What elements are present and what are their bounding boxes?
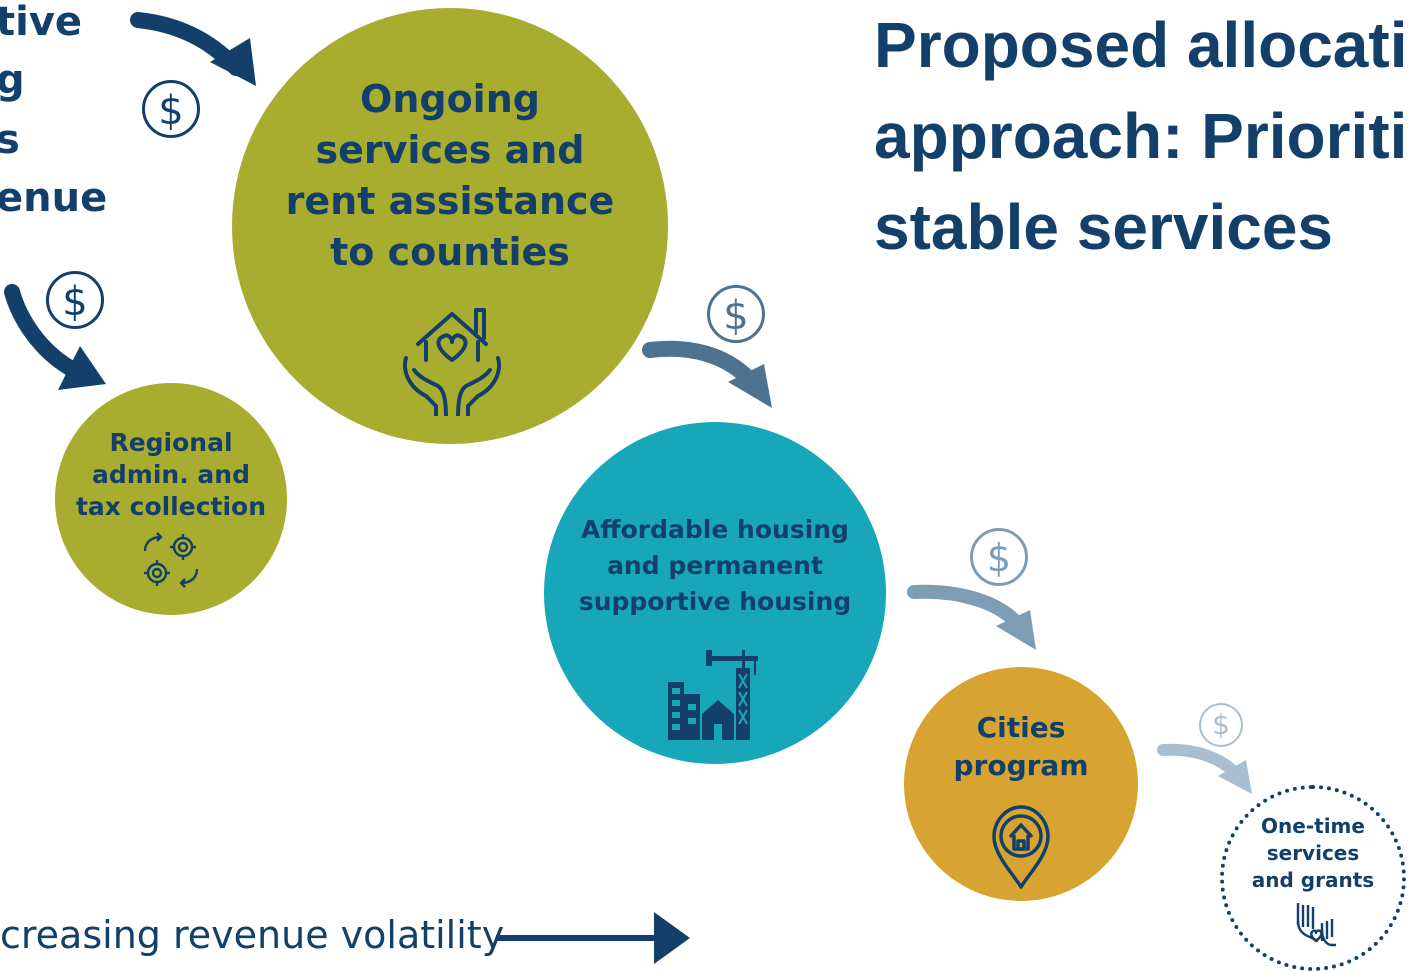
left-label-fragment-1: tive (0, 0, 83, 45)
circle-ongoing-services: Ongoing services and rent assistance to … (232, 8, 668, 444)
page-title: Proposed allocati approach: Prioriti sta… (874, 0, 1409, 273)
affordable-line-2: and permanent (607, 551, 823, 580)
cities-line-1: Cities (976, 711, 1066, 744)
dollar-icon-1: $ (142, 80, 200, 138)
onetime-line-3: and grants (1251, 868, 1375, 892)
dollar-icon-2: $ (46, 271, 104, 329)
title-line-2: approach: Prioriti (874, 100, 1408, 172)
title-line-3: stable services (874, 191, 1333, 263)
revenue-volatility-label: creasing revenue volatility (0, 913, 505, 957)
ongoing-label: Ongoing services and rent assistance to … (232, 74, 668, 278)
ongoing-line-4: to counties (330, 230, 570, 274)
affordable-label: Affordable housing and permanent support… (544, 512, 886, 620)
dollar-icon-3: $ (707, 285, 765, 343)
hands-heart-icon (1296, 903, 1336, 947)
onetime-label: One-time services and grants (1224, 813, 1402, 894)
affordable-line-1: Affordable housing (581, 515, 849, 544)
gears-icon (143, 532, 199, 588)
dollar-icon-5: $ (1199, 703, 1243, 747)
onetime-line-2: services (1266, 841, 1360, 865)
cities-line-2: program (953, 749, 1089, 782)
affordable-line-3: supportive housing (578, 587, 852, 616)
ongoing-line-1: Ongoing (360, 77, 540, 121)
cities-label: Cities program (904, 709, 1138, 785)
regional-label: Regional admin. and tax collection (55, 427, 287, 523)
left-label-fragment-2: g (0, 57, 25, 103)
circle-cities-program: Cities program (904, 667, 1138, 901)
ongoing-line-3: rent assistance (285, 179, 615, 223)
footer-arrow (496, 912, 690, 964)
title-line-1: Proposed allocati (874, 9, 1408, 81)
circle-onetime-services: One-time services and grants (1220, 785, 1406, 971)
buildings-crane-icon (668, 650, 758, 740)
onetime-line-1: One-time (1261, 814, 1365, 838)
heart-house-hands-icon (403, 308, 501, 416)
regional-line-3: tax collection (75, 492, 267, 521)
arrow-to-onetime (1157, 743, 1252, 794)
ongoing-line-2: services and (315, 128, 585, 172)
circle-affordable-housing: Affordable housing and permanent support… (544, 422, 886, 764)
dollar-icon-4: $ (970, 528, 1028, 586)
regional-line-2: admin. and (92, 460, 250, 489)
left-label-fragment-4: enue (0, 175, 108, 221)
map-pin-icon (992, 805, 1050, 889)
left-label-fragment-3: s (0, 117, 20, 163)
arrow-to-affordable (642, 340, 772, 408)
arrow-to-cities (907, 584, 1036, 650)
arrow-to-ongoing (130, 12, 256, 86)
regional-line-1: Regional (109, 428, 233, 457)
arrow-to-regional (4, 284, 106, 390)
circle-regional-admin: Regional admin. and tax collection (55, 383, 287, 615)
